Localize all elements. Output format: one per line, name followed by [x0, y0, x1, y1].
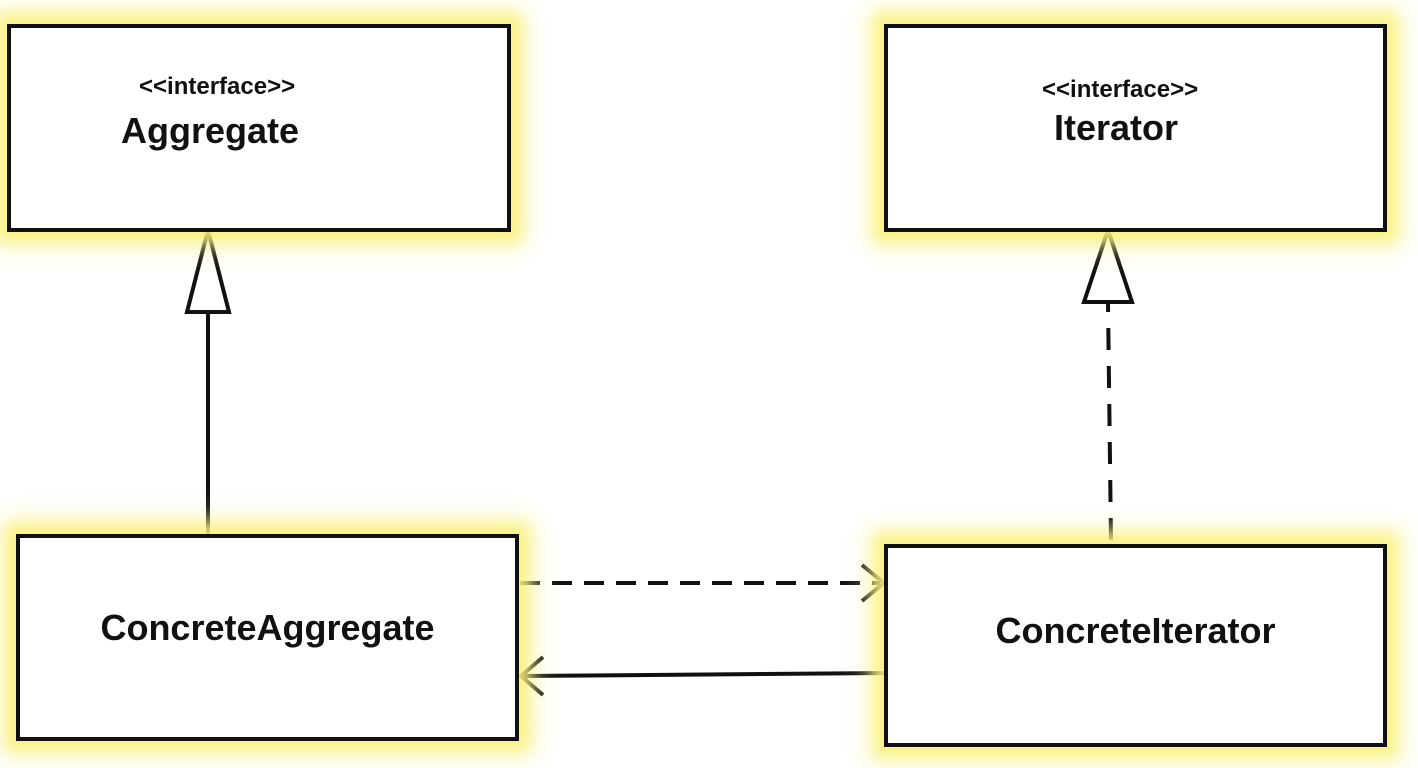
class-box-concrete-aggregate[interactable]: ConcreteAggregate [16, 534, 519, 741]
generalization-hollow-triangle [184, 229, 232, 314]
class-box-iterator[interactable]: <<interface>> Iterator [884, 24, 1387, 232]
concrete-aggregate-class-name: ConcreteAggregate [100, 606, 435, 648]
class-box-concrete-iterator[interactable]: ConcreteIterator [884, 544, 1387, 747]
dependency-open-arrowhead [860, 563, 888, 603]
class-box-aggregate[interactable]: <<interface>> Aggregate [7, 24, 511, 232]
iterator-class-name: Iterator [1054, 107, 1179, 149]
association-open-arrowhead [517, 655, 545, 697]
aggregate-class-name: Aggregate [121, 110, 300, 152]
concrete-iterator-class-name: ConcreteIterator [995, 609, 1276, 651]
iterator-stereotype: <<interface>> [1042, 76, 1199, 104]
realization-dashed-line [1106, 302, 1113, 541]
realization-hollow-triangle [1081, 223, 1135, 304]
association-line [522, 671, 891, 678]
aggregate-stereotype: <<interface>> [139, 73, 296, 101]
